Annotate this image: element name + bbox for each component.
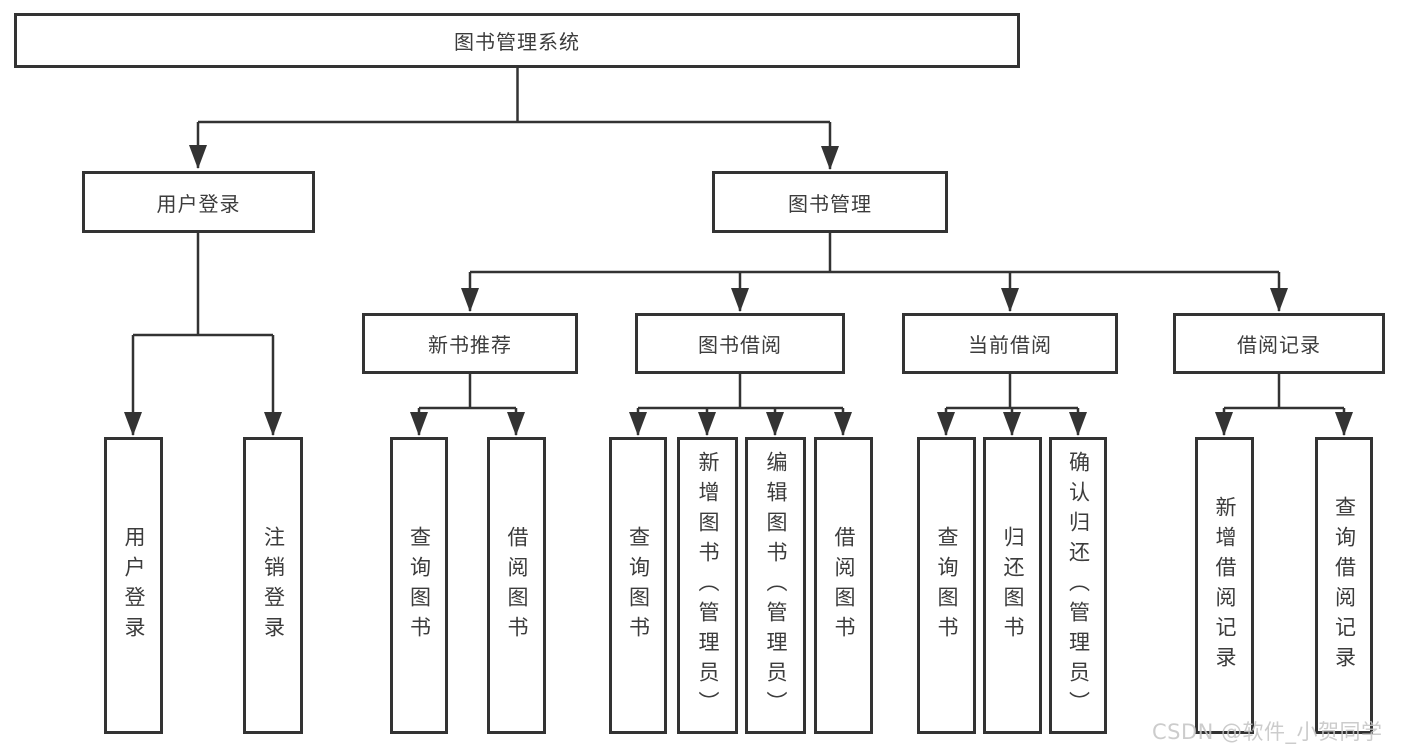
node-user-login-label: 用户登录 bbox=[156, 191, 241, 216]
leaf-nb-query-books: 查询图书 bbox=[390, 437, 448, 734]
node-root-label: 图书管理系统 bbox=[454, 30, 580, 54]
leaf-br-query-record: 查询借阅记录 bbox=[1315, 437, 1373, 734]
leaf-nb-borrow-books-label: 借阅图书 bbox=[505, 525, 529, 646]
leaf-user-login-label: 用户登录 bbox=[122, 525, 146, 646]
leaf-nb-borrow-books: 借阅图书 bbox=[487, 437, 546, 734]
node-book-management: 图书管理 bbox=[712, 171, 948, 233]
leaf-br-add-record: 新增借阅记录 bbox=[1195, 437, 1254, 734]
node-user-login: 用户登录 bbox=[82, 171, 315, 233]
node-book-borrow: 图书借阅 bbox=[635, 313, 845, 374]
leaf-bb-query-books-label: 查询图书 bbox=[626, 525, 651, 646]
node-book-borrow-label: 图书借阅 bbox=[698, 333, 782, 357]
leaf-cb-confirm-return-admin-label: 确认归还（管理员） bbox=[1066, 450, 1091, 721]
leaf-cb-query-books: 查询图书 bbox=[917, 437, 976, 734]
leaf-br-add-record-label: 新增借阅记录 bbox=[1213, 495, 1237, 676]
leaf-br-query-record-label: 查询借阅记录 bbox=[1332, 495, 1357, 676]
node-borrow-records-label: 借阅记录 bbox=[1237, 333, 1321, 357]
node-new-book-recommend: 新书推荐 bbox=[362, 313, 578, 374]
node-current-borrow: 当前借阅 bbox=[902, 313, 1118, 374]
leaf-bb-borrow-books: 借阅图书 bbox=[814, 437, 873, 734]
leaf-bb-edit-books-admin-label: 编辑图书（管理员） bbox=[764, 450, 788, 721]
csdn-watermark: CSDN @软件_小贺同学 bbox=[1152, 720, 1383, 744]
leaf-cb-return-books-label: 归还图书 bbox=[1001, 525, 1025, 646]
leaf-nb-query-books-label: 查询图书 bbox=[407, 525, 432, 646]
node-borrow-records: 借阅记录 bbox=[1173, 313, 1385, 374]
leaf-bb-borrow-books-label: 借阅图书 bbox=[832, 525, 856, 646]
leaf-cb-query-books-label: 查询图书 bbox=[935, 525, 959, 646]
node-new-book-recommend-label: 新书推荐 bbox=[428, 333, 512, 357]
leaf-cb-confirm-return-admin: 确认归还（管理员） bbox=[1049, 437, 1107, 734]
leaf-bb-add-books-admin: 新增图书（管理员） bbox=[677, 437, 738, 734]
node-book-management-label: 图书管理 bbox=[788, 191, 872, 216]
leaf-bb-edit-books-admin: 编辑图书（管理员） bbox=[745, 437, 806, 734]
leaf-logout-login-label: 注销登录 bbox=[261, 525, 286, 646]
leaf-cb-return-books: 归还图书 bbox=[983, 437, 1042, 734]
leaf-bb-query-books: 查询图书 bbox=[609, 437, 667, 734]
leaf-logout-login: 注销登录 bbox=[243, 437, 303, 734]
node-root-system: 图书管理系统 bbox=[14, 13, 1020, 68]
node-current-borrow-label: 当前借阅 bbox=[968, 333, 1052, 357]
leaf-bb-add-books-admin-label: 新增图书（管理员） bbox=[696, 450, 720, 721]
leaf-user-login: 用户登录 bbox=[104, 437, 163, 734]
